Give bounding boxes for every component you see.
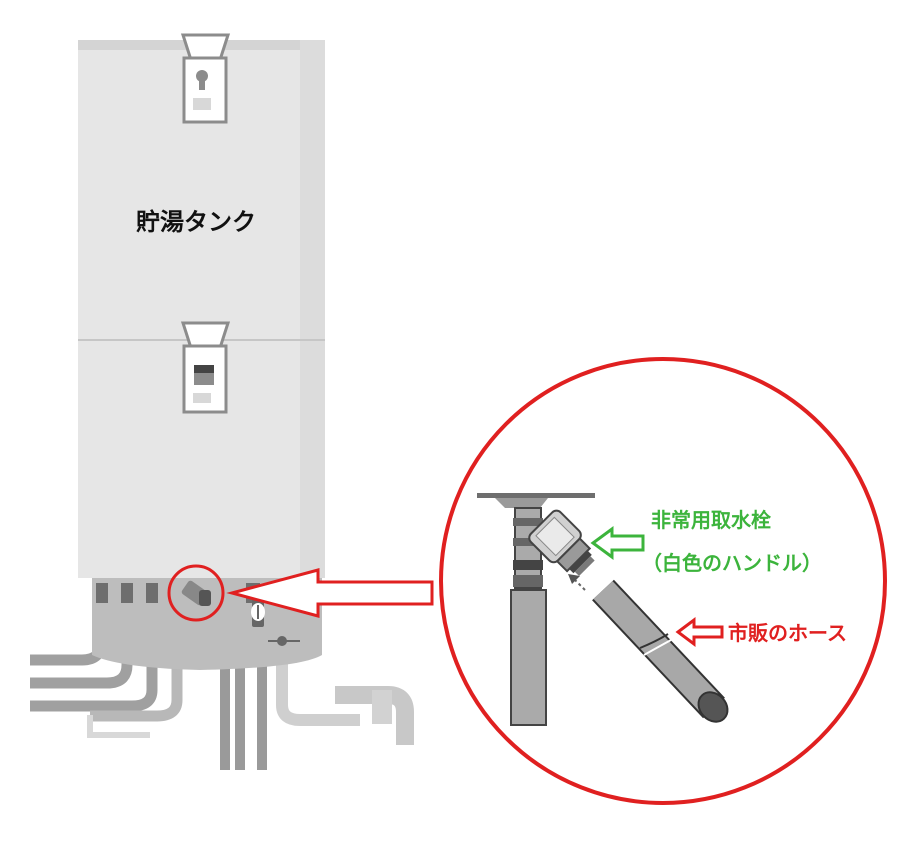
- tank-body: [78, 40, 325, 578]
- emergency-tap-small: [181, 580, 211, 606]
- tap-callout-arrow: [590, 526, 645, 560]
- base-valve: [251, 597, 300, 646]
- tank-side-shade: [300, 40, 325, 578]
- emergency-tap-large: [528, 509, 595, 577]
- connect-arrow-head: [568, 574, 580, 584]
- commercial-hose: [592, 579, 729, 723]
- mount-bracket: [495, 498, 548, 508]
- hose-callout-arrow: [675, 617, 724, 647]
- latch-middle: [180, 321, 231, 414]
- latch-top: [180, 33, 231, 124]
- tap-highlight-circle: [167, 564, 225, 622]
- zoom-circle: [439, 357, 887, 805]
- hose-label: 市販のホース: [728, 621, 847, 645]
- vertical-pipe: [510, 507, 547, 726]
- emergency-tap-label: 非常用取水栓: [651, 508, 771, 532]
- water-heater-unit: 貯湯タンク: [30, 33, 414, 770]
- tank-label: 貯湯タンク: [136, 208, 256, 236]
- zoom-detail: 非常用取水栓 （白色のハンドル） 市販のホース: [439, 357, 887, 805]
- pipe-right-drain: [87, 650, 414, 745]
- mount-plate: [477, 493, 595, 498]
- zoom-pointer-arrow: [226, 568, 434, 618]
- handle-note-label: （白色のハンドル）: [642, 551, 822, 575]
